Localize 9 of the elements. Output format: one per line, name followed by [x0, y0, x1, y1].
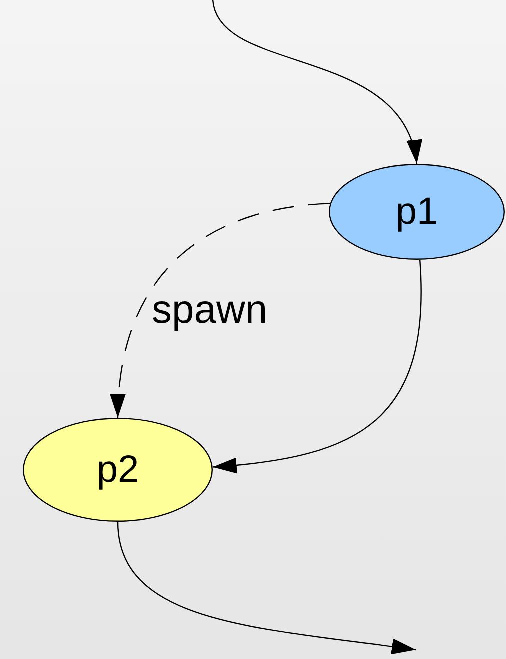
arrow [117, 522, 416, 655]
node-label: p1 [396, 190, 438, 234]
node-label: p2 [96, 448, 140, 492]
arrow [111, 203, 330, 418]
process-ellipse [329, 164, 505, 260]
arrow [212, 260, 422, 474]
edge-label: spawn [152, 288, 268, 333]
arrow [212, 0, 420, 164]
process-ellipse [23, 418, 213, 522]
